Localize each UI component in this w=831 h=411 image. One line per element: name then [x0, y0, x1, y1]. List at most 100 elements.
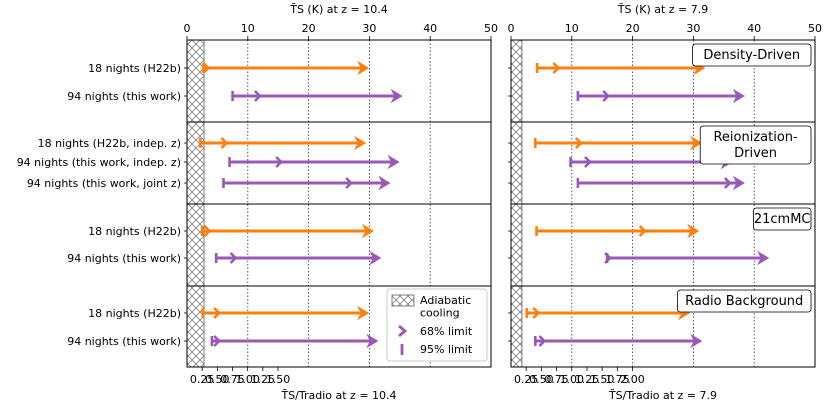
- row-label: 94 nights (this work, indep. z): [17, 156, 181, 169]
- row-label: 94 nights (this work): [67, 90, 181, 103]
- interval-row: [199, 135, 367, 151]
- row-label: 18 nights (H22b): [88, 62, 181, 75]
- legend-limit68-label: 68% limit: [420, 325, 473, 338]
- top-tick-label: 50: [484, 22, 498, 35]
- interval-row: [228, 154, 400, 170]
- top-tick-label: 30: [686, 22, 700, 35]
- interval-row: [576, 88, 745, 104]
- model-label: Radio Background: [677, 289, 812, 313]
- row-label: 94 nights (this work): [67, 335, 181, 348]
- top-tick-label: 20: [626, 22, 640, 35]
- interval-arrowhead: [357, 305, 370, 321]
- interval-arrowhead: [361, 223, 375, 239]
- limit-68-marker: [532, 307, 541, 319]
- top-tick-label: 0: [508, 22, 515, 35]
- top-tick-label: 20: [302, 22, 316, 35]
- interval-row: [525, 305, 691, 321]
- interval-arrowhead: [732, 88, 745, 104]
- model-label-text: 21cmMC: [754, 212, 811, 227]
- model-label: Reionization-Driven: [699, 125, 812, 165]
- limit-68-marker: [638, 225, 647, 237]
- model-label-text: Driven: [734, 146, 777, 161]
- model-label-box: [692, 43, 812, 67]
- row-label: 18 nights (H22b, indep. z): [38, 137, 181, 150]
- row-label: 18 nights (H22b): [88, 225, 181, 238]
- bottom-tick-label: 0.50: [529, 373, 554, 386]
- bottom-axis-label: T̄S/Tradio at z = 10.4: [280, 389, 396, 402]
- limit-68-marker: [220, 137, 229, 149]
- model-label-text: Radio Background: [685, 294, 803, 309]
- legend-limit95-label: 95% limit: [420, 343, 473, 356]
- interval-row: [222, 175, 391, 191]
- limit-68-marker: [213, 307, 222, 319]
- legend-box: [386, 288, 488, 362]
- top-tick-label: 30: [362, 22, 376, 35]
- row-label: 18 nights (H22b): [88, 307, 181, 320]
- interval-arrowhead: [378, 175, 391, 191]
- interval-row: [535, 223, 700, 239]
- interval-row: [202, 60, 370, 76]
- interval-row: [210, 333, 379, 349]
- interval-arrowhead: [366, 333, 379, 349]
- limit-68-marker: [254, 90, 262, 102]
- bottom-tick-label: 0.25: [514, 373, 539, 386]
- interval-row: [201, 305, 370, 321]
- interval-arrowhead: [387, 154, 400, 170]
- limit-68-marker: [229, 252, 238, 264]
- top-axis-label: T̄S (K) at z = 7.9: [617, 3, 709, 16]
- bottom-axis-label: T̄S/Tradio at z = 7.9: [608, 389, 717, 402]
- interval-row: [534, 135, 703, 151]
- limit-68-marker: [213, 335, 222, 347]
- interval-arrowhead: [369, 250, 382, 266]
- interval-row: [576, 175, 745, 191]
- top-tick-label: 40: [423, 22, 437, 35]
- left-panel: 18 nights (H22b) 94 nights (this work) 18 …: [17, 3, 498, 402]
- top-axis-label: T̄S (K) at z = 10.4: [289, 3, 388, 16]
- limit-68-marker: [723, 177, 732, 189]
- plot-frame: [186, 39, 492, 368]
- row-label: 94 nights (this work): [67, 252, 181, 265]
- interval-arrowhead: [354, 135, 367, 151]
- bottom-tick-label: 1.75: [605, 373, 630, 386]
- bottom-tick-label: 1.00: [235, 373, 260, 386]
- bottom-tick-label: 2.00: [620, 373, 645, 386]
- interval-arrowhead: [690, 135, 703, 151]
- bottom-tick-label: 0.75: [220, 373, 245, 386]
- bottom-tick-label: 1.25: [251, 373, 276, 386]
- limit-68-marker: [275, 156, 284, 168]
- interval-row: [534, 333, 703, 349]
- interval-arrowhead: [390, 88, 403, 104]
- interval-arrowhead: [357, 60, 370, 76]
- top-tick-label: 10: [565, 22, 579, 35]
- limit-68-marker: [552, 62, 561, 74]
- bottom-tick-label: 0.50: [205, 373, 230, 386]
- bottom-tick-label: 1.25: [575, 373, 600, 386]
- interval-row: [214, 250, 382, 266]
- limit-68-marker: [604, 252, 612, 264]
- interval-arrowhead: [690, 333, 703, 349]
- top-tick-label: 50: [808, 22, 822, 35]
- bottom-tick-label: 1.00: [560, 373, 585, 386]
- limit-68-marker: [584, 156, 592, 168]
- interval-row: [231, 88, 403, 104]
- bottom-tick-label: 0.75: [544, 373, 569, 386]
- model-label-box: [753, 207, 812, 231]
- limit-68-marker: [574, 137, 583, 149]
- model-label-box: [677, 289, 812, 313]
- model-label-text: Reionization-: [713, 130, 798, 145]
- limit-68-marker: [203, 225, 212, 237]
- row-label: 94 nights (this work, joint z): [27, 177, 181, 190]
- top-tick-label: 40: [747, 22, 761, 35]
- model-label-box: [699, 125, 812, 165]
- limit-68-marker: [345, 177, 353, 189]
- limit-68-marker: [202, 62, 211, 74]
- legend-adiabatic-swatch: [391, 294, 415, 307]
- interval-arrowhead: [757, 250, 770, 266]
- interval-arrowhead: [687, 223, 700, 239]
- plot-frame: [510, 39, 816, 368]
- bottom-tick-label: 1.50: [590, 373, 615, 386]
- legend-limit68-swatch: [398, 324, 408, 338]
- right-panel: 0 10 20 30 40 50 T̄S (K) at z = 7.9 0.250.500.7…: [508, 3, 823, 402]
